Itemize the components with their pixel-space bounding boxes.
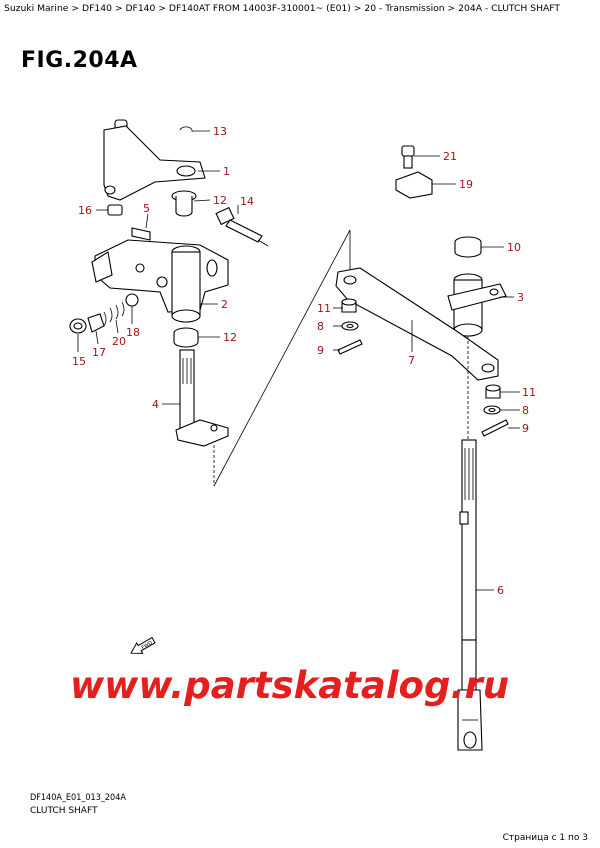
part-detent-set xyxy=(69,293,139,334)
drawing-code: DF140A_E01_013_204A xyxy=(30,793,126,803)
figure-caption: CLUTCH SHAFT xyxy=(30,806,98,816)
breadcrumb-sep: > xyxy=(158,3,166,14)
callout-9a[interactable]: 9 xyxy=(317,344,324,357)
breadcrumb-sep: > xyxy=(353,3,362,14)
forward-label: FWD xyxy=(141,640,154,651)
callout-2[interactable]: 2 xyxy=(221,298,228,311)
breadcrumb-item-transmission[interactable]: 20 - Transmission xyxy=(364,3,445,14)
part-bolt-small xyxy=(401,145,415,169)
breadcrumb-sep: > xyxy=(71,3,80,14)
breadcrumb-sep: > xyxy=(114,3,123,14)
breadcrumb-item-suzuki-marine[interactable]: Suzuki Marine xyxy=(4,3,69,14)
part-pin xyxy=(107,204,123,216)
callout-11a[interactable]: 11 xyxy=(317,302,331,315)
part-bushing-lower xyxy=(173,327,199,348)
breadcrumb-sep: > xyxy=(447,3,456,14)
figure-title: FIG.204A xyxy=(21,48,138,73)
callout-16[interactable]: 16 xyxy=(78,204,92,217)
pager: Страница с 1 по 3 xyxy=(502,833,588,843)
callout-12a[interactable]: 12 xyxy=(213,194,227,207)
callout-6[interactable]: 6 xyxy=(497,584,504,597)
callout-17[interactable]: 17 xyxy=(92,346,106,359)
callout-18[interactable]: 18 xyxy=(126,326,140,339)
callout-21[interactable]: 21 xyxy=(443,150,457,163)
callout-5[interactable]: 5 xyxy=(143,202,150,215)
part-clutch-shaft xyxy=(457,439,483,751)
part-link-arm xyxy=(335,267,499,381)
callout-8b[interactable]: 8 xyxy=(522,404,529,417)
callout-19[interactable]: 19 xyxy=(459,178,473,191)
part-hardware-left xyxy=(337,298,363,355)
part-hardware-right xyxy=(481,384,509,437)
part-clamp xyxy=(395,171,433,199)
part-clutch-rod xyxy=(175,349,229,447)
callout-13[interactable]: 13 xyxy=(213,125,227,138)
part-bushing-upper xyxy=(171,190,197,217)
breadcrumb-item-df140-b[interactable]: DF140 xyxy=(125,3,156,14)
part-bolt xyxy=(215,206,263,243)
callout-14[interactable]: 14 xyxy=(240,195,254,208)
part-shift-bracket xyxy=(91,239,229,323)
callout-20[interactable]: 20 xyxy=(112,335,126,348)
breadcrumb-item-df140-a[interactable]: DF140 xyxy=(82,3,112,14)
breadcrumb-item-model[interactable]: DF140AT FROM 14003F-310001~ (E01) xyxy=(168,3,351,14)
breadcrumb: Suzuki Marine > DF140 > DF140 > DF140AT … xyxy=(4,3,560,14)
callouts: 13 1 12 14 16 5 2 12 15 17 20 18 4 21 19… xyxy=(72,125,536,597)
callout-10[interactable]: 10 xyxy=(507,241,521,254)
part-dowel xyxy=(131,227,151,241)
part-plug xyxy=(454,236,482,258)
forward-arrow-icon: FWD xyxy=(130,636,156,654)
callout-15[interactable]: 15 xyxy=(72,355,86,368)
watermark: www.partskatalog.ru xyxy=(70,664,510,707)
callout-8a[interactable]: 8 xyxy=(317,320,324,333)
callout-11b[interactable]: 11 xyxy=(522,386,536,399)
callout-4[interactable]: 4 xyxy=(152,398,159,411)
part-shift-lever xyxy=(103,119,206,201)
leader-lines xyxy=(77,130,520,591)
callout-9b[interactable]: 9 xyxy=(522,422,529,435)
callout-3[interactable]: 3 xyxy=(517,291,524,304)
callout-12b[interactable]: 12 xyxy=(223,331,237,344)
breadcrumb-item-current: 204A - CLUTCH SHAFT xyxy=(458,3,561,14)
callout-7[interactable]: 7 xyxy=(408,354,415,367)
part-guide xyxy=(447,273,507,337)
part-e-clip xyxy=(179,126,193,133)
callout-1[interactable]: 1 xyxy=(223,165,230,178)
